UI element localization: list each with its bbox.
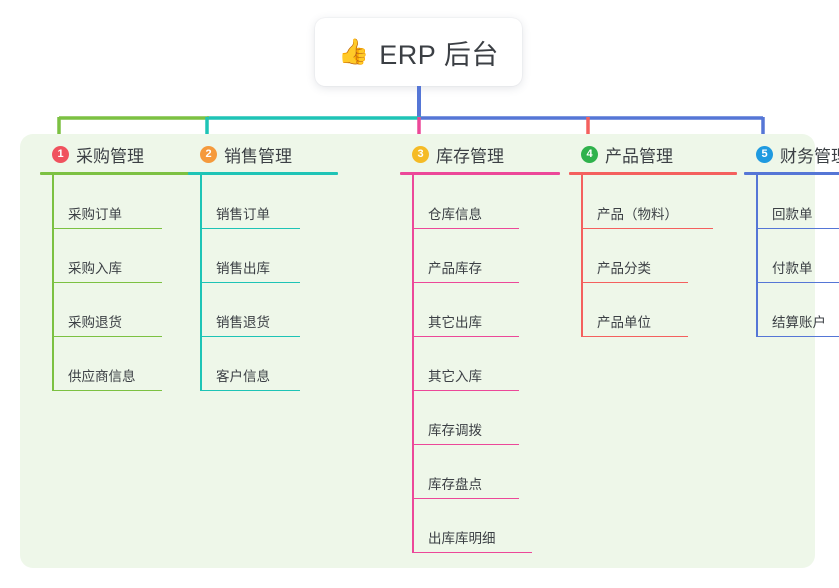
leaf-item[interactable]: 产品单位 [583, 283, 688, 337]
root-node-card[interactable]: 👍 ERP 后台 [315, 18, 522, 86]
branch-header[interactable]: 1 采购管理 [40, 142, 190, 166]
leaf-item[interactable]: 采购订单 [54, 175, 162, 229]
branch-body: 仓库信息 产品库存 其它出库 其它入库 库存调拨 库存盘点 出库库明细 [412, 175, 560, 553]
leaf-label: 产品库存 [428, 261, 482, 276]
branch-rule [744, 172, 839, 175]
leaf-label: 销售出库 [216, 261, 270, 276]
branch-body: 采购订单 采购入库 采购退货 供应商信息 [52, 175, 190, 391]
leaf-label: 产品单位 [597, 315, 651, 330]
branch-badge: 5 [756, 145, 773, 163]
branch-column-inventory[interactable]: 3 库存管理 仓库信息 产品库存 其它出库 其它入库 库存调拨 库存盘点 出库库… [400, 142, 560, 553]
leaf-label: 其它出库 [428, 315, 482, 330]
branch-header[interactable]: 5 财务管理 [744, 142, 839, 166]
leaf-item[interactable]: 出库库明细 [414, 499, 532, 553]
branch-header[interactable]: 4 产品管理 [569, 142, 737, 166]
leaf-label: 库存盘点 [428, 477, 482, 492]
branch-badge: 2 [200, 145, 217, 163]
branch-rule [188, 172, 338, 175]
leaf-item[interactable]: 库存调拨 [414, 391, 519, 445]
root-node-inner: 👍 ERP 后台 [338, 33, 499, 72]
leaf-label: 销售订单 [216, 207, 270, 222]
leaf-label: 出库库明细 [428, 531, 496, 546]
leaf-label: 其它入库 [428, 369, 482, 384]
leaf-item[interactable]: 仓库信息 [414, 175, 519, 229]
leaf-item[interactable]: 其它出库 [414, 283, 519, 337]
leaf-item[interactable]: 产品库存 [414, 229, 519, 283]
branch-body: 销售订单 销售出库 销售退货 客户信息 [200, 175, 338, 391]
branch-body: 回款单 付款单 结算账户 [756, 175, 839, 337]
leaf-label: 仓库信息 [428, 207, 482, 222]
branch-header[interactable]: 3 库存管理 [400, 142, 560, 166]
leaf-label: 采购入库 [68, 261, 122, 276]
leaf-label: 采购订单 [68, 207, 122, 222]
leaf-item[interactable]: 其它入库 [414, 337, 519, 391]
branch-header[interactable]: 2 销售管理 [188, 142, 338, 166]
branch-badge: 3 [412, 145, 429, 163]
branch-title: 采购管理 [76, 146, 144, 166]
branch-title: 产品管理 [605, 146, 673, 166]
leaf-label: 产品（物料） [597, 207, 678, 222]
leaf-label: 客户信息 [216, 369, 270, 384]
leaf-label: 库存调拨 [428, 423, 482, 438]
leaf-label: 供应商信息 [68, 369, 136, 384]
leaf-label: 付款单 [772, 261, 813, 276]
leaf-label: 销售退货 [216, 315, 270, 330]
leaf-item[interactable]: 供应商信息 [54, 337, 162, 391]
leaf-item[interactable]: 销售订单 [202, 175, 300, 229]
leaf-item[interactable]: 采购入库 [54, 229, 162, 283]
leaf-item[interactable]: 产品分类 [583, 229, 688, 283]
branch-title: 财务管理 [780, 146, 839, 166]
leaf-label: 产品分类 [597, 261, 651, 276]
branch-column-finance[interactable]: 5 财务管理 回款单 付款单 结算账户 [744, 142, 839, 337]
diagram-panel [20, 134, 815, 568]
branch-rule [400, 172, 560, 175]
branch-column-product[interactable]: 4 产品管理 产品（物料） 产品分类 产品单位 [569, 142, 737, 337]
leaf-item[interactable]: 销售出库 [202, 229, 300, 283]
branch-title: 库存管理 [436, 146, 504, 166]
leaf-item[interactable]: 付款单 [758, 229, 839, 283]
leaf-item[interactable]: 销售退货 [202, 283, 300, 337]
branch-title: 销售管理 [224, 146, 292, 166]
branch-badge: 1 [52, 145, 69, 163]
branch-column-sales[interactable]: 2 销售管理 销售订单 销售出库 销售退货 客户信息 [188, 142, 338, 391]
leaf-item[interactable]: 客户信息 [202, 337, 300, 391]
leaf-item[interactable]: 产品（物料） [583, 175, 713, 229]
leaf-item[interactable]: 采购退货 [54, 283, 162, 337]
branch-rule [40, 172, 190, 175]
leaf-label: 结算账户 [772, 315, 826, 330]
leaf-label: 采购退货 [68, 315, 122, 330]
branch-body: 产品（物料） 产品分类 产品单位 [581, 175, 737, 337]
thumbs-up-icon: 👍 [338, 37, 370, 66]
branch-badge: 4 [581, 145, 598, 163]
leaf-item[interactable]: 结算账户 [758, 283, 839, 337]
branch-column-procurement[interactable]: 1 采购管理 采购订单 采购入库 采购退货 供应商信息 [40, 142, 190, 391]
root-node-title: ERP 后台 [379, 39, 499, 70]
leaf-item[interactable]: 库存盘点 [414, 445, 519, 499]
leaf-item[interactable]: 回款单 [758, 175, 839, 229]
branch-rule [569, 172, 737, 175]
leaf-label: 回款单 [772, 207, 813, 222]
